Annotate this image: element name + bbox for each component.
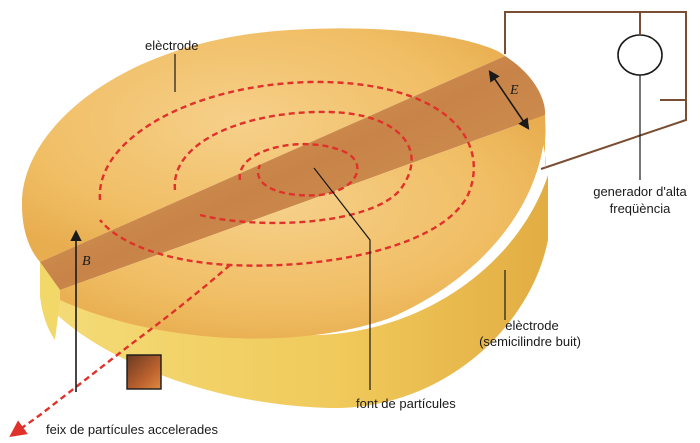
electrode-top-label: elèctrode [145,38,199,53]
electrode-right-label-line1: elèctrode [505,318,559,333]
leader-particle-source [313,167,371,390]
particle-source-label: font de partícules [356,396,456,411]
generator-circuit [504,11,687,180]
electrode-right-label-line2: (semicilindre buit) [479,334,581,349]
electric-field-arrow-icon [488,70,530,130]
wire-bottom [540,100,687,170]
lower-electrode-top [60,115,546,339]
lower-electrode-side [40,175,548,409]
generator-label-line2: freqüència [609,201,671,216]
electrode-gap [40,56,546,290]
leader-lines [174,54,506,390]
beam-label: feix de partícules accelerades [46,422,218,437]
generator-label-line1: generador d'alta [593,184,687,199]
magnetic-field-label: B [82,254,91,269]
wire-top [504,11,687,101]
particle-trajectory [9,80,475,437]
generator-icon [617,34,663,76]
upper-electrode-top [21,28,506,263]
exit-window [126,354,162,390]
electric-field-label: E [510,83,519,98]
lower-electrode-front-wall [40,262,60,340]
